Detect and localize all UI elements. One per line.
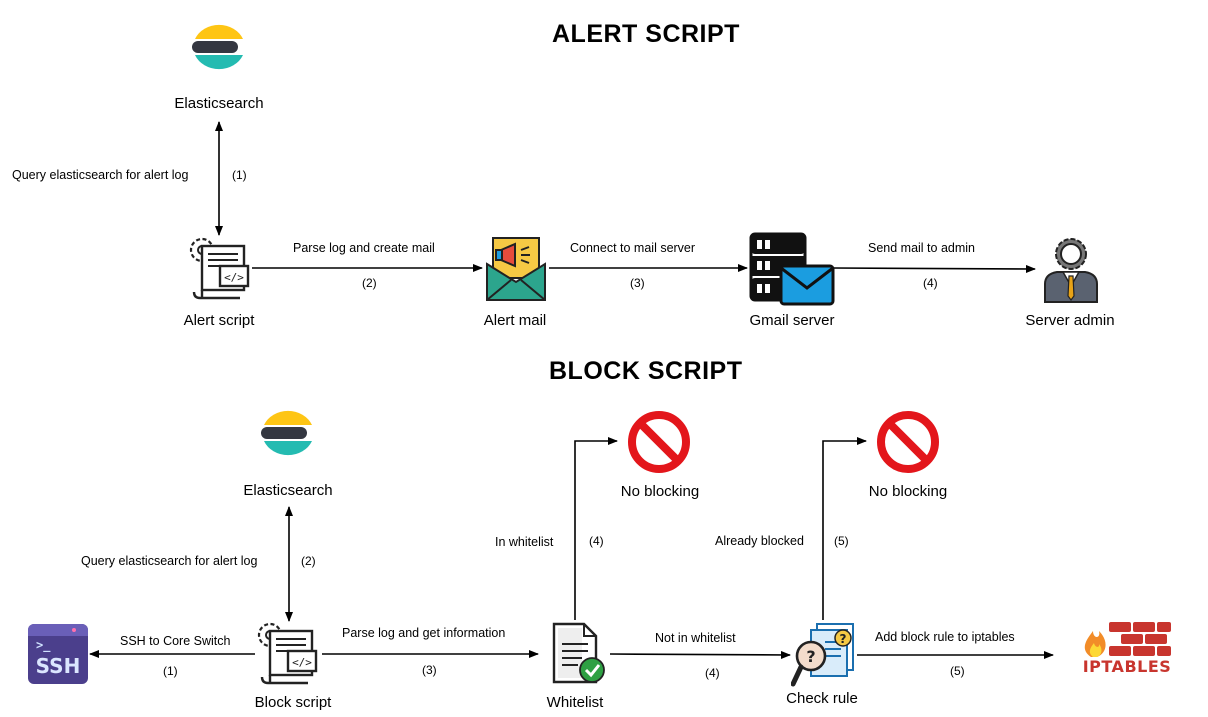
firewall-brick-icon: IPTABLES — [1073, 619, 1181, 679]
svg-text:?: ? — [806, 647, 815, 666]
document-check-icon — [552, 622, 605, 684]
block-in-whitelist-arrow — [574, 437, 618, 620]
magnifier-question-icon: ? ? — [791, 623, 854, 687]
elasticsearch-logo-icon — [192, 24, 243, 70]
block-in-whitelist-label: In whitelist — [495, 535, 554, 549]
block-ssh-step: (1) — [163, 664, 178, 678]
no-entry-icon — [877, 411, 939, 473]
alert-parse-step: (2) — [362, 276, 377, 290]
block-in-whitelist-step: (4) — [589, 534, 604, 548]
alert-send-arrow — [832, 264, 1036, 273]
mail-megaphone-icon — [486, 237, 546, 301]
alert-send-step: (4) — [923, 276, 938, 290]
ssh-terminal-icon: >_ SSH — [28, 624, 88, 684]
alert-send-label: Send mail to admin — [868, 241, 976, 255]
elasticsearch-logo-icon — [261, 410, 312, 456]
block-add-rule-label: Add block rule to iptables — [875, 630, 1015, 644]
no-entry-icon — [628, 411, 690, 473]
gmail-server-label: Gmail server — [749, 312, 835, 329]
block-section-title: BLOCK SCRIPT — [549, 357, 743, 385]
server-admin-label: Server admin — [1025, 312, 1115, 329]
block-not-whitelist-step: (4) — [705, 666, 720, 680]
ssh-text: SSH — [35, 654, 81, 678]
alert-elasticsearch-label: Elasticsearch — [174, 95, 264, 112]
alert-connect-label: Connect to mail server — [570, 241, 696, 255]
alert-section-title: ALERT SCRIPT — [552, 20, 740, 48]
block-elasticsearch-label: Elasticsearch — [243, 482, 333, 499]
block-already-blocked-arrow — [822, 437, 867, 620]
admin-user-icon — [1044, 238, 1098, 303]
alert-connect-step: (3) — [630, 276, 645, 290]
whitelist-label: Whitelist — [546, 694, 604, 711]
alert-mail-label: Alert mail — [483, 312, 547, 329]
no-blocking-label-2: No blocking — [868, 483, 948, 500]
block-not-whitelist-arrow — [609, 650, 791, 659]
block-not-whitelist-label: Not in whitelist — [655, 631, 736, 645]
block-query-step: (2) — [301, 554, 316, 568]
no-blocking-label-1: No blocking — [620, 483, 700, 500]
block-parse-step: (3) — [422, 663, 437, 677]
alert-query-label: Query elasticsearch for alert log — [12, 168, 189, 182]
mail-server-icon — [749, 232, 835, 306]
alert-parse-label: Parse log and create mail — [293, 241, 435, 255]
alert-script-label: Alert script — [183, 312, 255, 329]
block-already-blocked-step: (5) — [834, 534, 849, 548]
script-gear-icon: </> — [257, 622, 318, 685]
svg-text:?: ? — [840, 632, 847, 646]
block-query-label: Query elasticsearch for alert log — [81, 554, 258, 568]
svg-text:</>: </> — [224, 271, 244, 284]
alert-query-step: (1) — [232, 168, 247, 182]
svg-text:</>: </> — [292, 656, 312, 669]
block-already-blocked-label: Already blocked — [715, 534, 804, 548]
block-parse-label: Parse log and get information — [342, 626, 506, 640]
check-rule-label: Check rule — [786, 690, 858, 707]
iptables-text: IPTABLES — [1082, 657, 1172, 676]
block-ssh-label: SSH to Core Switch — [120, 634, 231, 648]
block-script-label: Block script — [254, 694, 332, 711]
script-gear-icon: </> — [189, 237, 250, 300]
block-add-rule-step: (5) — [950, 664, 965, 678]
